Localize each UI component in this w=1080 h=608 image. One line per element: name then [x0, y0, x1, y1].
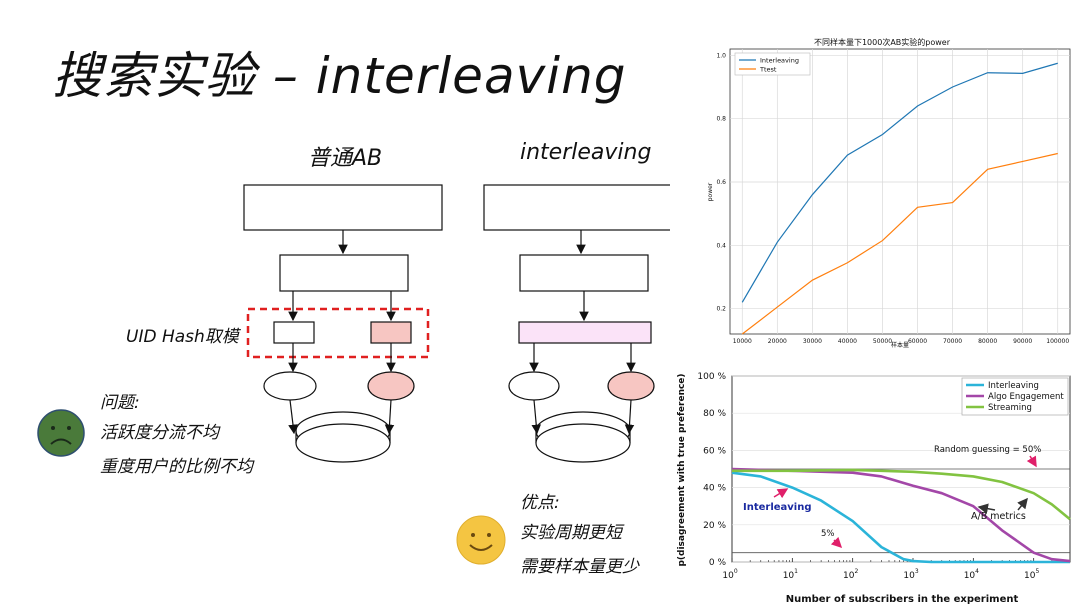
- y-tick-label: 40 %: [703, 484, 726, 494]
- x-tick-label: 30000: [803, 338, 822, 345]
- ab-result-a: [263, 371, 317, 401]
- il-result-b: [607, 371, 655, 401]
- x-tick-label: 20000: [768, 338, 787, 345]
- y-tick-label: 80 %: [703, 409, 726, 419]
- series-line-interleaving: [741, 62, 1058, 303]
- interleaving-flow: [483, 184, 670, 463]
- x-tick-label: 80000: [978, 338, 997, 345]
- ab-flow: [243, 184, 443, 463]
- ab-result-b: [367, 371, 415, 401]
- heading-standard-ab: 普通AB: [308, 146, 383, 171]
- problems-title: 问题:: [100, 393, 140, 413]
- series-line-ttest: [741, 152, 1058, 335]
- advantage-item: 需要样本量更少: [520, 557, 639, 577]
- il-merged-box: [518, 321, 652, 344]
- problem-item: 活跃度分流不均: [100, 423, 219, 443]
- x-tick-label: 100000: [1046, 338, 1069, 345]
- legend: Interleaving Algo Engagement Streaming: [961, 377, 1069, 416]
- problem-item: 重度用户的比例不均: [100, 457, 253, 477]
- x-tick-label: 90000: [1013, 338, 1032, 345]
- y-axis-label: p(disagreement with true preference): [677, 373, 687, 566]
- x-tick-label: 105: [1024, 568, 1039, 581]
- x-tick-label: 100: [722, 568, 737, 581]
- x-axis-label: 样本量: [891, 341, 909, 349]
- x-tick-label: 40000: [838, 338, 857, 345]
- y-axis-label: power: [707, 182, 714, 201]
- legend-label: Interleaving: [760, 57, 799, 65]
- x-tick-label: 102: [843, 568, 858, 581]
- il-result-a: [508, 371, 560, 401]
- y-tick-label: 0 %: [709, 558, 727, 568]
- smiley-face-icon: [456, 515, 506, 565]
- ab-top-box: [243, 184, 443, 231]
- y-tick-label: 0.2: [716, 306, 726, 313]
- hash-label: UID Hash取模: [126, 327, 239, 347]
- experiment-diagram: [243, 184, 670, 463]
- chart-title: 不同样本量下1000次AB实验的power: [814, 37, 951, 47]
- sad-face-icon: [37, 409, 85, 457]
- annotation-ab: A/B metrics: [971, 511, 1026, 522]
- legend-label: Algo Engagement: [988, 392, 1064, 402]
- x-axis-label: Number of subscribers in the experiment: [786, 594, 1019, 605]
- x-tick-label: 10000: [733, 338, 752, 345]
- y-tick-label: 0.6: [716, 179, 726, 186]
- heading-interleaving: interleaving: [520, 140, 652, 165]
- y-tick-label: 100 %: [697, 372, 726, 382]
- series-line: [731, 467, 1071, 563]
- x-tick-label: 70000: [943, 338, 962, 345]
- x-tick-label: 50000: [873, 338, 892, 345]
- annotation-interleaving: Interleaving: [743, 502, 812, 513]
- annotation-5pct: 5%: [821, 529, 835, 539]
- plot-frame: [729, 48, 1071, 335]
- ab-group-a: [273, 321, 315, 344]
- power-chart: 不同样本量下1000次AB实验的power 10000 20000 30000 400…: [707, 37, 1071, 349]
- annotation-random: Random guessing = 50%: [934, 445, 1041, 455]
- x-tick-label: 104: [964, 568, 979, 581]
- advantages-title: 优点:: [520, 493, 560, 513]
- x-tick-label: 103: [903, 568, 918, 581]
- y-tick-label: 20 %: [703, 521, 726, 531]
- legend-label: Streaming: [988, 403, 1032, 413]
- hash-dashed-box: [246, 307, 430, 359]
- series-line: [731, 471, 1070, 564]
- x-tick-label: 101: [783, 568, 798, 581]
- legend: Interleaving Ttest: [734, 52, 811, 76]
- y-tick-label: 60 %: [703, 446, 726, 456]
- il-top-box: [483, 184, 670, 231]
- y-tick-label: 1.0: [716, 52, 726, 59]
- x-tick-label: 60000: [908, 338, 927, 345]
- disagreement-chart: 0 % 20 % 40 % 60 % 80 % 100 % 100 101 102 103 104…: [677, 372, 1071, 605]
- ab-middle-box: [279, 254, 409, 292]
- ab-group-b: [370, 321, 412, 344]
- series-line: [732, 468, 1071, 521]
- il-middle-box: [519, 254, 649, 292]
- advantage-item: 实验周期更短: [520, 523, 622, 543]
- legend-label: Ttest: [759, 66, 777, 74]
- legend-label: Interleaving: [988, 381, 1039, 391]
- y-tick-label: 0.8: [716, 116, 726, 123]
- y-tick-label: 0.4: [716, 242, 726, 249]
- slide-title: 搜索实验 – interleaving: [52, 47, 627, 105]
